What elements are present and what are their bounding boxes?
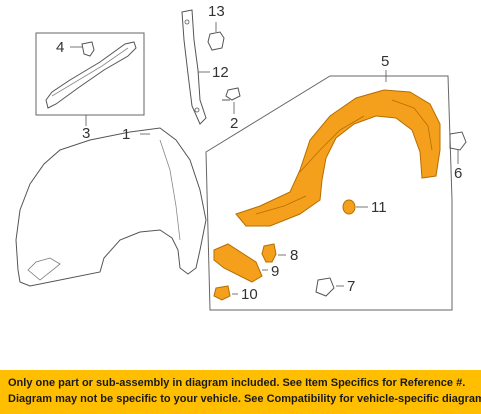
clip-item-13-icon [207, 31, 225, 51]
callout-7: 7 [347, 278, 355, 295]
inset-box-item-3 [35, 32, 145, 116]
callout-10: 10 [241, 286, 258, 303]
front-fender [15, 127, 207, 287]
disclaimer-line-2: Diagram may not be specific to your vehi… [8, 393, 481, 405]
callout-11: 11 [371, 199, 387, 216]
fender-liner [235, 89, 441, 227]
disclaimer-line-1: Only one part or sub-assembly in diagram… [8, 377, 466, 389]
disclaimer-banner: Only one part or sub-assembly in diagram… [0, 370, 481, 414]
callout-1: 1 [122, 126, 130, 143]
clip-item-6-icon [449, 131, 467, 151]
bracket-item-9 [213, 243, 263, 283]
bolt-item-2-icon [225, 87, 241, 101]
callout-13: 13 [208, 3, 225, 20]
clip-item-10-icon [213, 285, 231, 301]
plug-item-11-icon [342, 199, 356, 215]
callout-12: 12 [212, 64, 229, 81]
fender-seal-strip [45, 41, 137, 109]
callout-4: 4 [56, 39, 64, 56]
inset-box-item-5 [205, 75, 453, 311]
callout-6: 6 [454, 165, 462, 182]
bracket-item-12 [181, 9, 207, 125]
callout-3: 3 [82, 125, 90, 142]
clip-item-7-icon [315, 277, 335, 297]
clip-item-4-icon [81, 41, 95, 57]
callout-2: 2 [230, 115, 238, 132]
callout-9: 9 [271, 263, 279, 280]
clip-item-8-icon [261, 243, 277, 263]
callout-5: 5 [381, 53, 389, 70]
callout-8: 8 [290, 247, 298, 264]
